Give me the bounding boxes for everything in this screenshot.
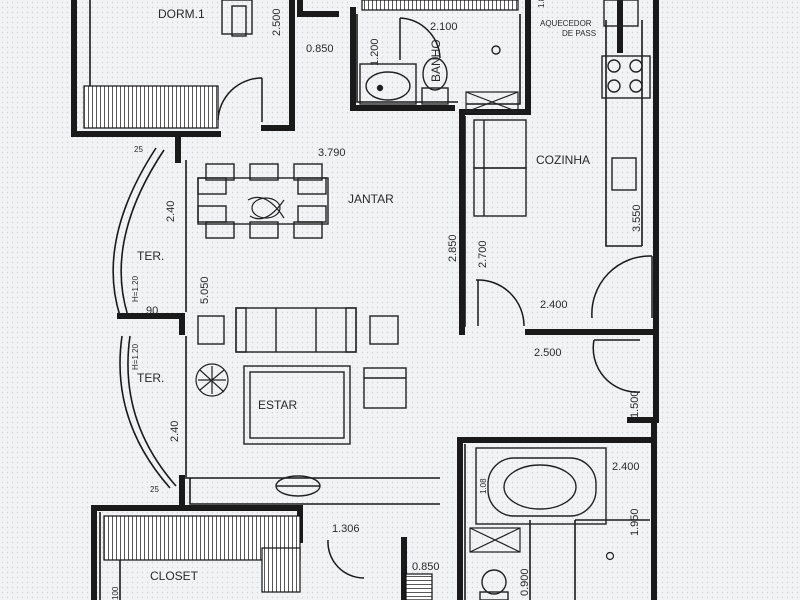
dim-2500-top: 2.500 [271, 8, 283, 36]
dining-set [197, 163, 329, 239]
bath-sink [359, 63, 417, 105]
dim-100-left: 100 [111, 586, 120, 600]
dim-0900: 0.900 [519, 568, 531, 596]
dim-3790: 3.790 [318, 147, 346, 159]
dim-5050: 5.050 [199, 276, 211, 304]
plant [195, 363, 229, 397]
dim-25-bottom: 25 [150, 485, 159, 494]
dim-h120-bottom: H=1.20 [131, 343, 140, 370]
dim-25-top: 25 [134, 145, 143, 154]
terrace-curves [112, 147, 177, 489]
dim-2500-mid: 2.500 [534, 347, 562, 359]
dim-240-bottom: 2.40 [169, 421, 181, 442]
dim-2400-bath: 2.400 [612, 461, 640, 473]
dim-1200: 1.200 [369, 38, 381, 66]
dim-3550: 3.550 [631, 204, 643, 232]
doors [217, 17, 653, 579]
end-table-right [369, 315, 399, 345]
dim-0850-bottom: 0.850 [412, 561, 440, 573]
sofa [235, 307, 357, 353]
room-terrace-top: TER. [137, 249, 164, 263]
room-terrace-bottom: TER. [137, 371, 164, 385]
dorm-balcony-hatch [83, 85, 219, 129]
dim-108: 1.08 [479, 478, 488, 494]
partitions [89, 0, 650, 600]
dim-90: 90 [146, 305, 158, 317]
dim-2700: 2.700 [477, 240, 489, 268]
room-dorm1: DORM.1 [158, 7, 205, 21]
kitchen-sink [611, 157, 637, 191]
bath-toilet [421, 57, 449, 105]
dim-1950: 1.950 [629, 508, 641, 536]
armchair [363, 367, 407, 409]
note-de-passagem: DE PASS [562, 29, 596, 38]
shower-drain [491, 45, 501, 55]
room-cozinha: COZINHA [536, 153, 590, 167]
room-banho: BANHO [429, 39, 443, 82]
room-labels: DORM.1 BANHO COZINHA JANTAR ESTAR TER. T… [137, 7, 590, 583]
lower-shower [469, 527, 615, 561]
dorm-desk [221, 0, 253, 37]
dimension-labels: 2.500 0.850 1.200 2.100 3.790 3.550 2.85… [111, 0, 643, 600]
centerpiece [247, 196, 285, 220]
dim-240-top: 2.40 [165, 201, 177, 222]
coffee-table [243, 365, 351, 445]
dim-h120-top: H=1.20 [131, 275, 140, 302]
lower-toilet [479, 569, 509, 600]
kitchen-units [473, 0, 639, 217]
tv-console [275, 475, 321, 497]
dim-1-top: 1.8 [537, 0, 546, 8]
dim-2100: 2.100 [430, 21, 458, 33]
room-jantar: JANTAR [348, 192, 394, 206]
kitchen-stove [601, 55, 651, 99]
dim-1306: 1.306 [332, 523, 360, 535]
note-aquecedor: AQUECEDOR [540, 19, 592, 28]
notes: AQUECEDOR DE PASS [540, 19, 596, 38]
dim-1500: 1.500 [629, 390, 641, 418]
shaft-box [465, 91, 519, 113]
end-table-left [197, 315, 225, 345]
dim-0850-top: 0.850 [306, 43, 334, 55]
top-shaft-hatch [361, 0, 519, 11]
room-closet: CLOSET [150, 569, 199, 583]
walls [71, 0, 659, 600]
dim-2850: 2.850 [447, 234, 459, 262]
corridor-hatch [405, 573, 433, 600]
room-estar: ESTAR [258, 398, 297, 412]
bathtub [475, 447, 607, 525]
closet-hatch-2 [261, 547, 301, 593]
dim-2400-kitchen: 2.400 [540, 299, 568, 311]
